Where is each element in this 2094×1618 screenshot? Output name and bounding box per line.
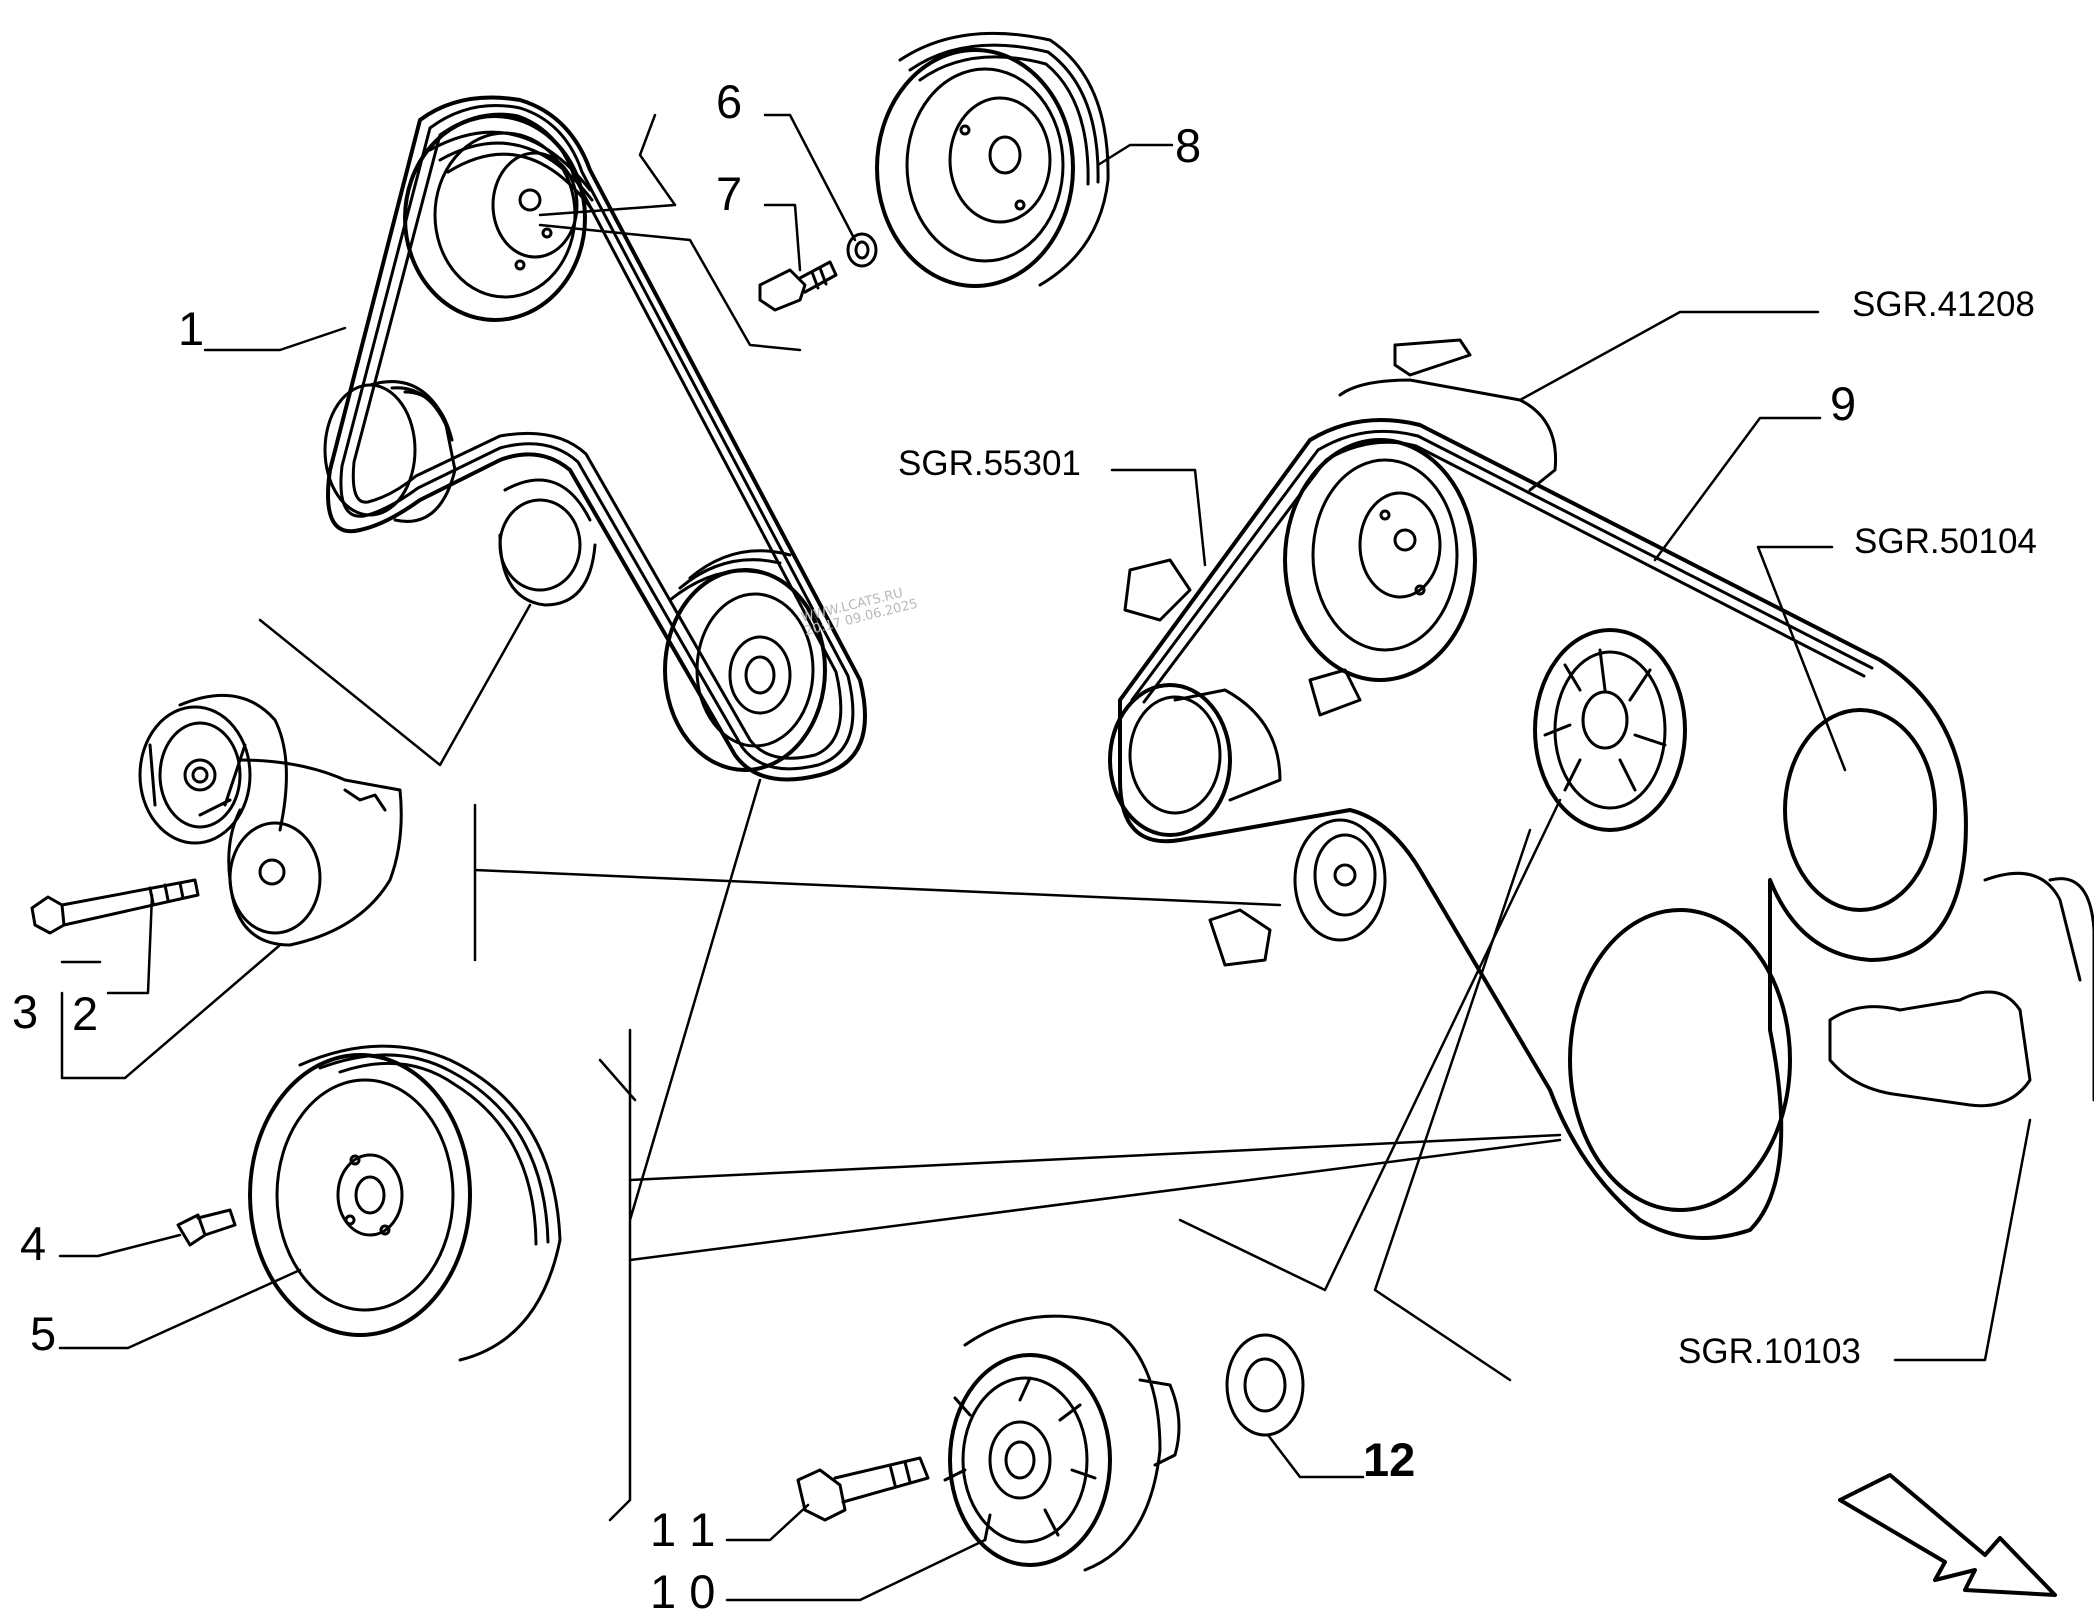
leader-sgr-55301: [1110, 468, 1207, 567]
leader-5: [58, 1268, 302, 1350]
bolt-7: [758, 260, 838, 312]
leader-8: [1096, 143, 1174, 167]
part-label-10: 1 0: [650, 1565, 716, 1618]
lower-right-pulley: [663, 549, 827, 772]
part-label-3: 3: [12, 985, 39, 1038]
part-label-9: 9: [1830, 377, 1857, 430]
part-label-8: 8: [1175, 119, 1202, 172]
leader-sgr-41208: [1518, 310, 1820, 402]
pulley-8: [875, 31, 1110, 288]
part-label-4: 4: [20, 1217, 47, 1270]
tensioner-assembly: [138, 693, 403, 947]
belt-9: [1118, 418, 1968, 1240]
leader-4: [58, 1233, 182, 1258]
upper-pulley: [403, 114, 596, 322]
ref-label-sgr-10103: SGR.10103: [1678, 1332, 1861, 1371]
part-label-7: 7: [716, 167, 743, 220]
ref-label-sgr-41208: SGR.41208: [1852, 285, 2035, 324]
leader-12: [1266, 1433, 1365, 1479]
leader-sgr-50104: [1756, 545, 1847, 772]
bolt-4: [176, 1208, 237, 1247]
part-label-12: 12: [1363, 1433, 1416, 1486]
ref-label-sgr-50104: SGR.50104: [1854, 522, 2037, 561]
washer-6: [846, 232, 878, 268]
leader-10: [725, 1538, 987, 1602]
middle-pulley: [498, 478, 597, 607]
part-label-1: 1: [178, 302, 205, 355]
leader-9: [1653, 416, 1822, 562]
part-label-2: 2: [72, 987, 99, 1040]
leader-6: [763, 113, 857, 242]
ref-label-sgr-55301: SGR.55301: [898, 444, 1081, 483]
leader-sgr-10103: [1893, 1118, 2032, 1362]
part-label-5: 5: [30, 1307, 57, 1360]
leader-1: [203, 326, 347, 352]
belt-1-bracket: [538, 113, 802, 352]
bolt-11: [796, 1456, 930, 1522]
pulley-5: [248, 1044, 562, 1362]
belt-1: [326, 95, 867, 782]
idler-pulley-10: [943, 1314, 1181, 1572]
leader-7: [763, 203, 802, 272]
direction-arrow-icon: [1838, 1473, 2057, 1597]
part-label-11: 1 1: [650, 1503, 716, 1556]
leader-2: [106, 893, 154, 995]
tensioner-bolt: [30, 878, 200, 935]
belt-1-assembly: [323, 95, 867, 782]
leader-3-bracket: [60, 943, 282, 1080]
washer-12: [1225, 1333, 1305, 1437]
part-label-6: 6: [716, 75, 743, 128]
leader-11: [725, 1503, 810, 1542]
belt-9-assembly: [1108, 338, 2094, 1240]
leader-lines: [58, 113, 2032, 1602]
